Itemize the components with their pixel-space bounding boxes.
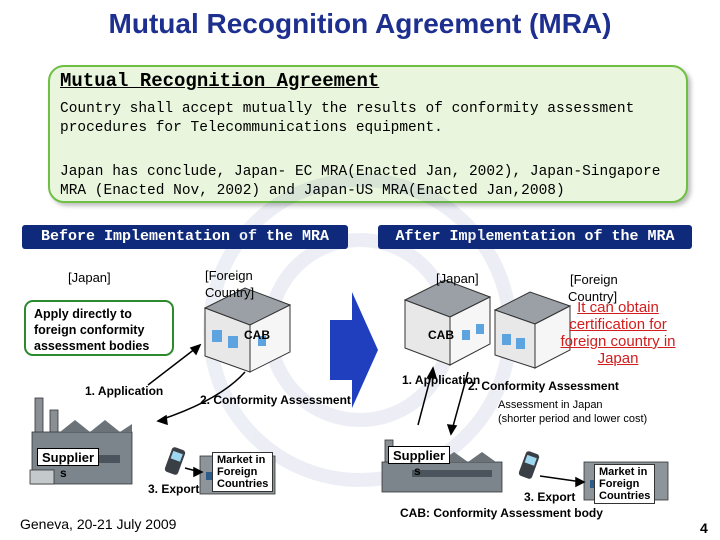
- definition-line: MRA (Enacted Nov, 2002) and Japan-US MRA…: [60, 183, 565, 199]
- arrows-after: [417, 366, 586, 488]
- factory-before: [29, 397, 133, 485]
- before-cab-label: CAB: [244, 328, 270, 342]
- after-step1: 1. Application: [402, 373, 481, 387]
- after-highlight-line: certification for: [569, 316, 667, 333]
- after-foreign-label-1: [Foreign: [570, 272, 618, 287]
- definition-heading: Mutual Recognition Agreement: [60, 70, 380, 92]
- after-cab-label: CAB: [428, 328, 454, 342]
- after-highlight-line: foreign country in: [560, 333, 676, 350]
- footer-venue: Geneva, 20-21 July 2009: [20, 516, 177, 532]
- after-supplier-label: Supplier: [388, 446, 451, 464]
- conformity-arrow-before: [156, 371, 246, 426]
- after-highlight-line: It can obtain: [577, 299, 659, 316]
- arrows-before: [147, 343, 204, 478]
- cab-building-after: [403, 279, 492, 366]
- after-market-line: Foreign: [599, 478, 640, 490]
- definition-box: [48, 65, 688, 203]
- before-step1: 1. Application: [85, 384, 164, 398]
- definition-line: procedures for Telecommunications equipm…: [60, 120, 443, 136]
- after-note-line: Assessment in Japan: [498, 399, 603, 411]
- before-supplier-suffix: s: [60, 466, 67, 480]
- definition-line: Country shall accept mutually the result…: [60, 101, 635, 117]
- page-title: Mutual Recognition Agreement (MRA): [108, 8, 612, 39]
- after-market-line: Market in: [599, 466, 648, 478]
- after-market-line: Countries: [599, 490, 651, 502]
- before-foreign-label-1: [Foreign: [205, 268, 253, 283]
- after-highlight-line: Japan: [597, 350, 639, 367]
- definition-line: Japan has conclude, Japan- EC MRA(Enacte…: [60, 164, 661, 180]
- before-market-line: Market in: [217, 454, 266, 466]
- after-supplier-suffix: s: [414, 464, 421, 478]
- after-foreign-label-2: Country]: [568, 289, 618, 304]
- before-market-line: Countries: [217, 478, 269, 490]
- cab-building-before: [203, 287, 292, 373]
- phone-icon-before: [164, 447, 186, 475]
- after-banner: After Implementation of the MRA: [378, 225, 692, 249]
- transition-arrow: [330, 292, 378, 408]
- after-market-box: Market in Foreign Countries: [594, 464, 656, 504]
- after-step2: 2. Conformity Assessment: [468, 379, 619, 393]
- after-highlight-text: It can obtain certification for foreign …: [548, 299, 688, 367]
- before-banner: Before Implementation of the MRA: [22, 225, 348, 249]
- before-market-line: Foreign: [217, 466, 258, 478]
- after-step3: 3. Export: [524, 490, 576, 504]
- phone-icon-after: [518, 451, 540, 479]
- before-foreign-label-2: Country]: [205, 285, 255, 300]
- cab-definition: CAB: Conformity Assessment body: [400, 506, 603, 520]
- before-supplier-label: Supplier: [37, 448, 100, 466]
- before-callout: Apply directly to foreign conformity ass…: [24, 300, 174, 356]
- page-number: 4: [700, 520, 708, 536]
- foreign-building-after: [493, 291, 572, 369]
- after-note-line: (shorter period and lower cost): [498, 413, 648, 425]
- before-step3: 3. Export: [148, 482, 200, 496]
- after-japan-label: [Japan]: [436, 271, 479, 286]
- before-market-box: Market in Foreign Countries: [212, 452, 274, 492]
- before-japan-label: [Japan]: [68, 270, 111, 285]
- before-step2: 2. Conformity Assessment: [200, 393, 351, 407]
